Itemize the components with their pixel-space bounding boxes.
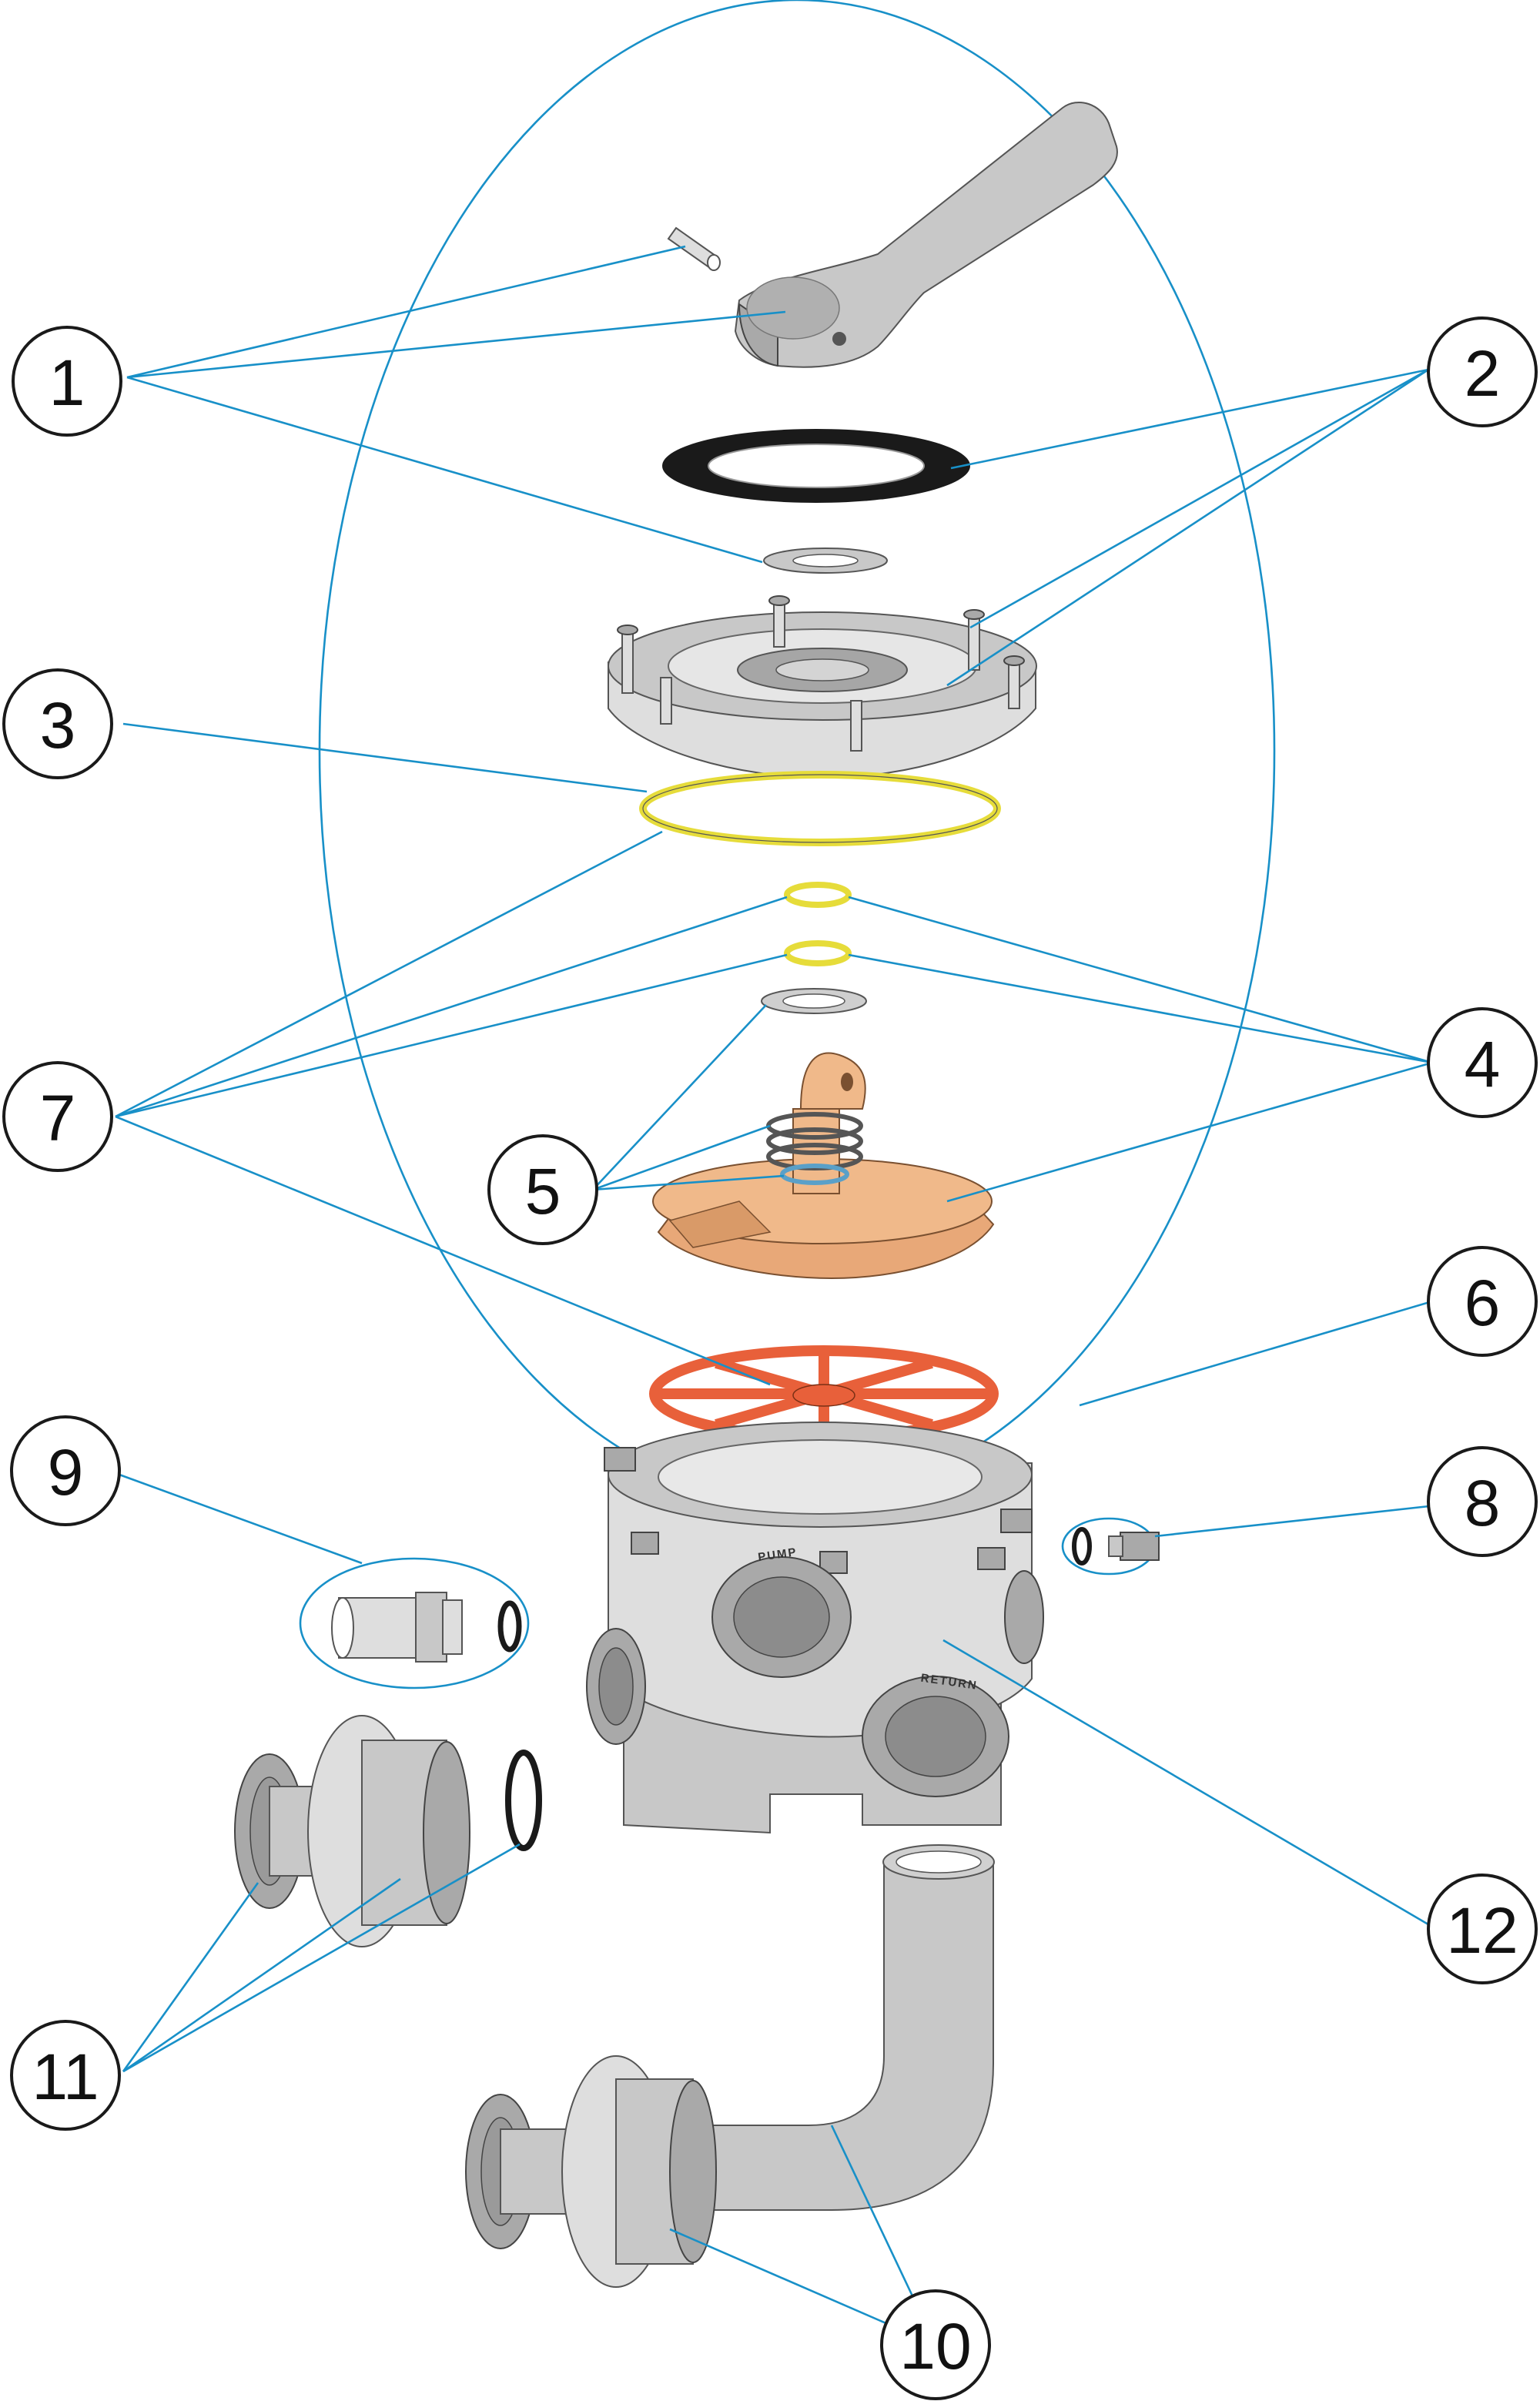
leader-lines [115,245,1437,2346]
callout-7-label: 7 [40,1082,76,1154]
drain-plug-part [1061,1517,1160,1576]
callout-11-label: 11 [32,2041,99,2113]
callout-1-label: 1 [49,347,85,419]
callout-6: 6 [1427,1246,1538,1357]
washer-part [763,548,888,574]
callout-7: 7 [2,1061,113,1172]
callout-3-label: 3 [40,689,76,762]
adapter-part [299,1557,530,1689]
valve-body-part: PUMP RETURN [586,1422,1044,1834]
callout-12-label: 12 [1446,1894,1518,1967]
callout-9: 9 [10,1415,121,1526]
callout-8-label: 8 [1465,1467,1501,1539]
callout-6-label: 6 [1465,1267,1501,1339]
callout-2-label: 2 [1465,337,1501,410]
elbow-pipe-part [465,1844,995,2288]
callout-10-label: 10 [899,2310,971,2383]
callout-8: 8 [1427,1446,1538,1557]
callout-10: 10 [880,2289,991,2400]
callout-5-label: 5 [525,1155,561,1227]
callout-2: 2 [1427,316,1538,427]
handle-part [734,101,1118,368]
callout-9-label: 9 [48,1436,84,1509]
pin-part [667,226,721,271]
pump-port-label: PUMP [757,1545,798,1564]
spacer-washer-part [761,988,867,1014]
union-fitting-part [234,1715,542,1947]
black-gasket-part [662,429,970,503]
callout-1: 1 [12,326,122,437]
valve-cover-part [608,595,1037,779]
small-orings-part [784,882,852,966]
callout-12: 12 [1427,1874,1538,1984]
callout-4-label: 4 [1465,1028,1501,1100]
callout-3: 3 [2,668,113,779]
callout-5: 5 [487,1134,598,1245]
callout-4: 4 [1427,1007,1538,1118]
callout-11: 11 [10,2020,121,2131]
rotor-part [652,1052,995,1280]
large-oring-part [639,771,1001,846]
